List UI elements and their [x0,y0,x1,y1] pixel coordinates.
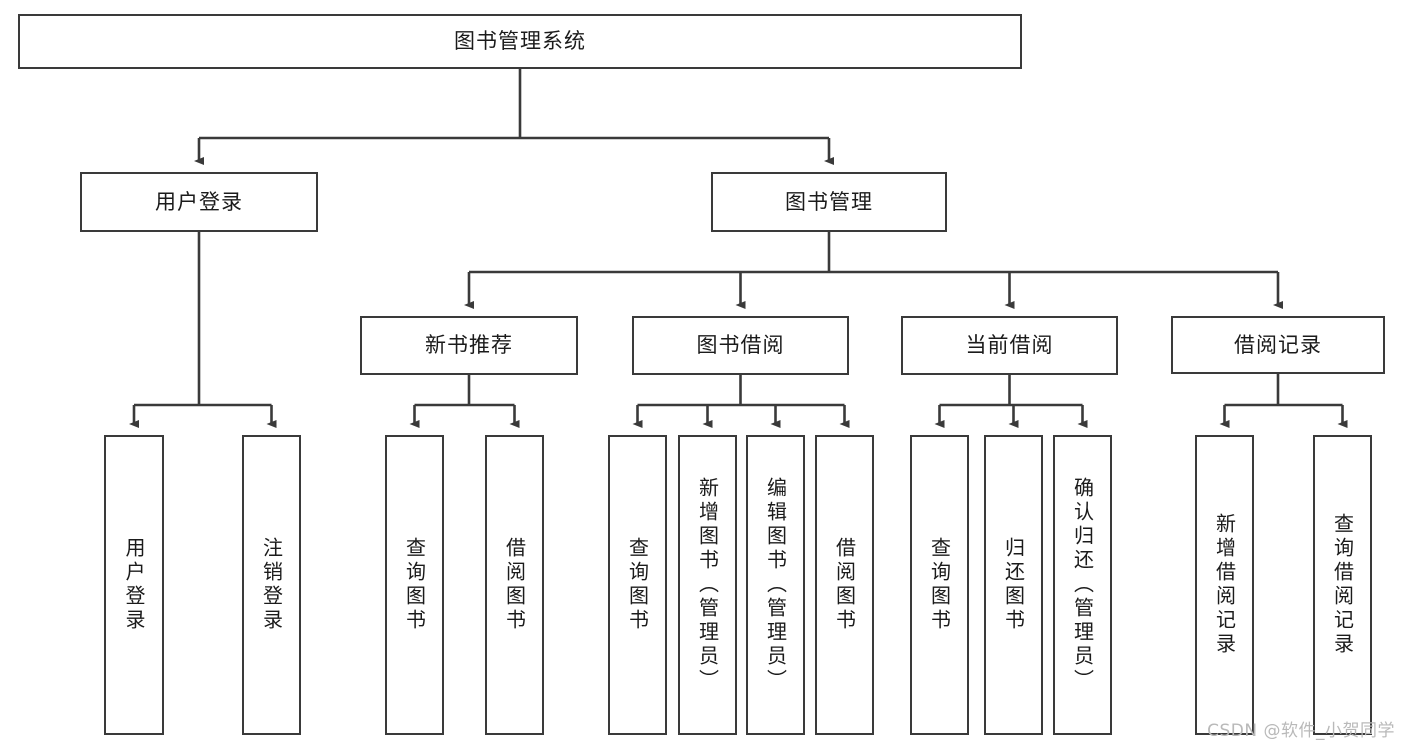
node-label: 归还图书 [1001,537,1026,633]
node-borrow-record[interactable]: 借阅记录 [1171,316,1385,374]
node-leaf-return-book[interactable]: 归还图书 [984,435,1043,735]
node-label: 查询借阅记录 [1330,513,1355,657]
node-root[interactable]: 图书管理系统 [18,14,1022,69]
node-leaf-query-book-1[interactable]: 查询图书 [385,435,444,735]
node-user-login[interactable]: 用户登录 [80,172,318,232]
node-book-borrow[interactable]: 图书借阅 [632,316,849,375]
node-label: 图书管理系统 [454,29,586,54]
node-leaf-logout[interactable]: 注销登录 [242,435,301,735]
node-label: 确认归还（管理员） [1070,477,1095,693]
node-leaf-query-record[interactable]: 查询借阅记录 [1313,435,1372,735]
node-label: 注销登录 [259,537,284,633]
node-label: 编辑图书（管理员） [763,477,788,693]
node-label: 新增借阅记录 [1212,513,1237,657]
node-leaf-user-login[interactable]: 用户登录 [104,435,164,735]
node-leaf-query-book-2[interactable]: 查询图书 [608,435,667,735]
node-label: 借阅记录 [1234,332,1322,357]
node-label: 新增图书（管理员） [695,477,720,693]
node-leaf-borrow-book-2[interactable]: 借阅图书 [815,435,874,735]
node-label: 借阅图书 [832,537,857,633]
node-label: 图书管理 [785,189,873,214]
node-leaf-borrow-book-1[interactable]: 借阅图书 [485,435,544,735]
node-label: 当前借阅 [965,333,1054,358]
node-leaf-add-record[interactable]: 新增借阅记录 [1195,435,1254,735]
node-leaf-confirm-return[interactable]: 确认归还（管理员） [1053,435,1112,735]
node-new-book-rec[interactable]: 新书推荐 [360,316,578,375]
node-leaf-add-book[interactable]: 新增图书（管理员） [678,435,737,735]
node-leaf-edit-book[interactable]: 编辑图书（管理员） [746,435,805,735]
node-label: 查询图书 [927,537,952,633]
node-label: 查询图书 [625,537,650,633]
node-label: 用户登录 [155,189,243,214]
node-label: 新书推荐 [425,333,513,358]
node-leaf-query-book-3[interactable]: 查询图书 [910,435,969,735]
node-book-manage[interactable]: 图书管理 [711,172,947,232]
node-label: 查询图书 [402,537,427,633]
node-current-borrow[interactable]: 当前借阅 [901,316,1118,375]
node-label: 用户登录 [122,537,146,633]
node-label: 借阅图书 [502,537,527,633]
csdn-watermark: CSDN @软件_小贺同学 [1207,721,1395,741]
node-label: 图书借阅 [696,333,785,358]
